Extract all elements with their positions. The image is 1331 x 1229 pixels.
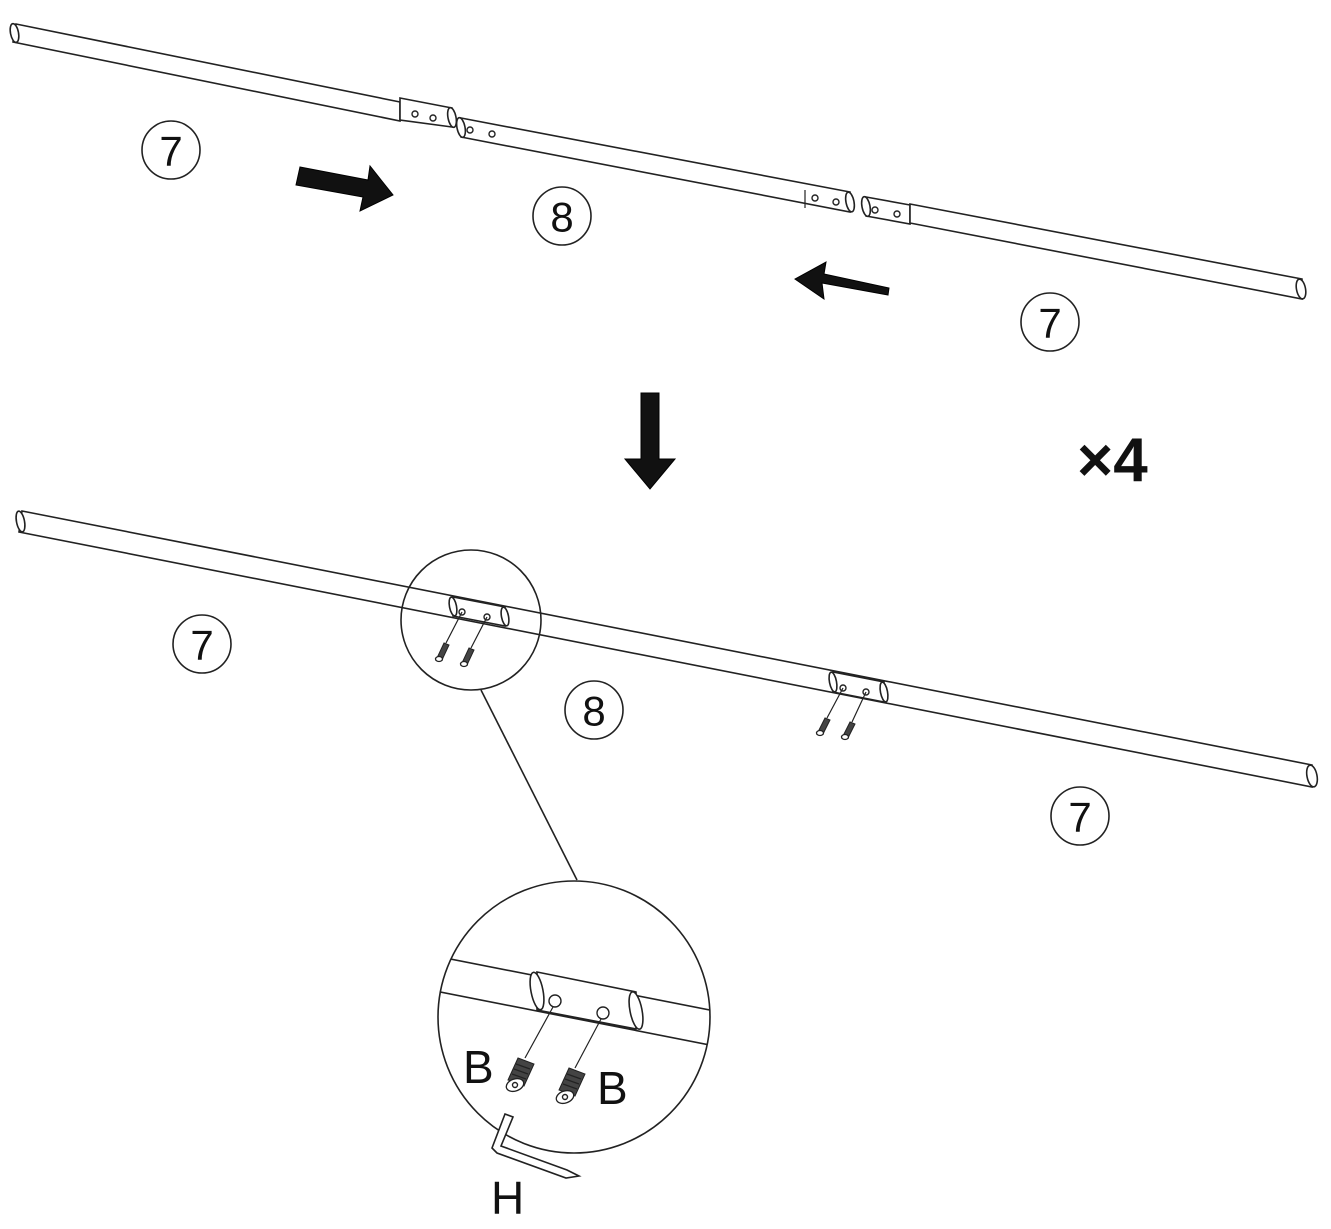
part-label-8-bottom: 8 [564,680,624,740]
part-number: 7 [190,622,213,669]
screw-b-right-icon [555,1067,586,1105]
part-number: 7 [1038,300,1061,347]
part-number: 8 [550,194,573,241]
arrow-right-icon [295,164,394,212]
exploded-assembly: 7 8 7 [9,22,1307,352]
detail-zoom: B B H [437,880,711,1224]
tool-label-h: H [491,1172,524,1224]
tube-7-right-exploded [860,195,1307,300]
zoom-indicator-circle [400,549,542,691]
part-number: 7 [159,128,182,175]
tube-7-left-exploded [9,22,458,129]
part-label-7-top-left: 7 [141,120,201,180]
part-number: 7 [1068,794,1091,841]
arrow-down-icon [623,392,677,490]
joint-sleeve-left [434,596,510,668]
screw-label-b: B [597,1062,628,1114]
arrow-left-icon [794,261,890,301]
screw-icon [434,642,450,663]
part-label-7-bottom-left: 7 [172,614,232,674]
joint-sleeve-right [815,671,889,741]
quantity-multiplier: ×4 [1077,426,1148,495]
part-label-7-top-right: 7 [1020,292,1080,352]
assembled-pole: 7 8 7 [15,510,1319,881]
screw-label-b: B [463,1041,494,1093]
part-number: 8 [582,688,605,735]
zoom-callout-line [480,689,578,881]
allen-key-icon [491,1112,582,1179]
screw-icon [459,647,475,668]
tube-8-exploded [455,116,856,213]
screw-icon [815,717,831,737]
screw-b-left-icon [505,1057,535,1093]
part-label-8-top: 8 [532,186,592,246]
part-label-7-bottom-right: 7 [1050,786,1110,846]
screw-icon [840,721,856,741]
